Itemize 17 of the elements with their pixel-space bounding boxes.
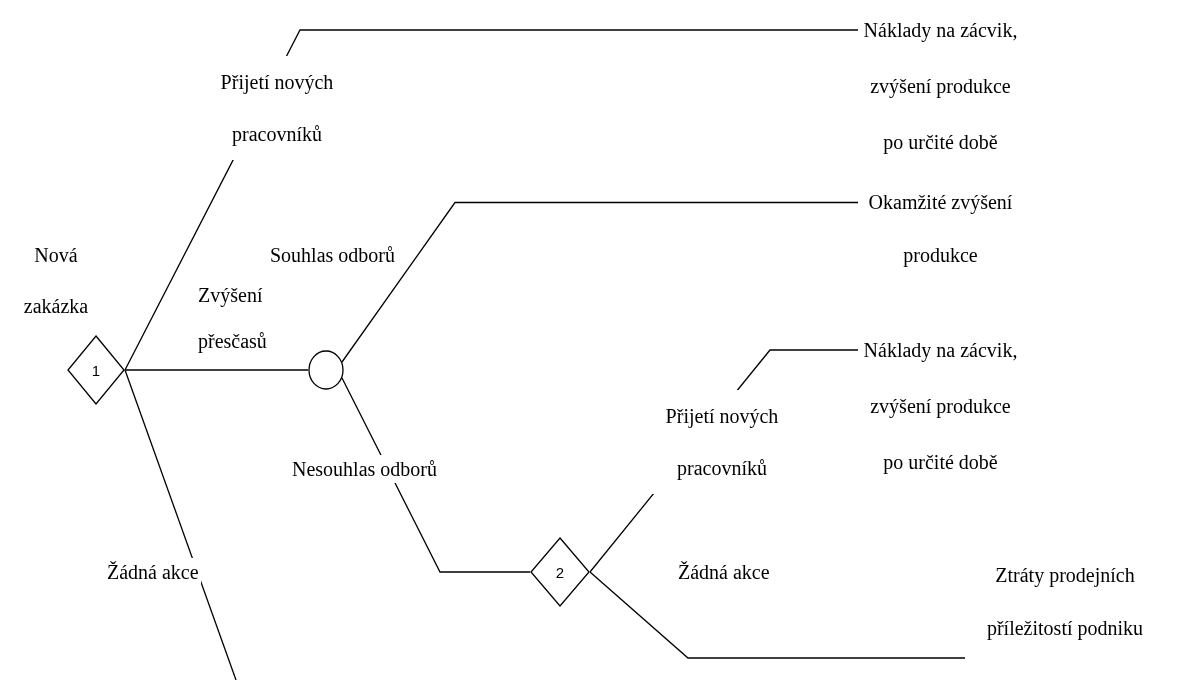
branch-line (124, 369, 237, 680)
node-number: 2 (554, 562, 566, 583)
branch-line (341, 201, 859, 363)
edge-label: Žádná akce (105, 558, 201, 586)
node-number: 1 (90, 360, 102, 381)
decision-diamond (67, 335, 125, 405)
decision-diamond (530, 537, 590, 607)
outcome-text: Náklady na zácvik, zvýšení produkce po určité době (858, 2, 1023, 170)
node-caption: Nová zakázka (22, 243, 90, 319)
outcome-text: Ztráty prodejních příležitostí podniku (965, 549, 1165, 655)
edge-label: Nesouhlas odborů (290, 455, 439, 483)
outcome-text: Okamžité zvýšení produkce (858, 176, 1023, 282)
chance-circle (308, 350, 344, 390)
branch-line (124, 369, 309, 371)
branch-line (341, 377, 531, 573)
branch-line (589, 571, 966, 659)
outcome-text: Náklady na zácvik, zvýšení produkce po určité době (858, 322, 1023, 490)
